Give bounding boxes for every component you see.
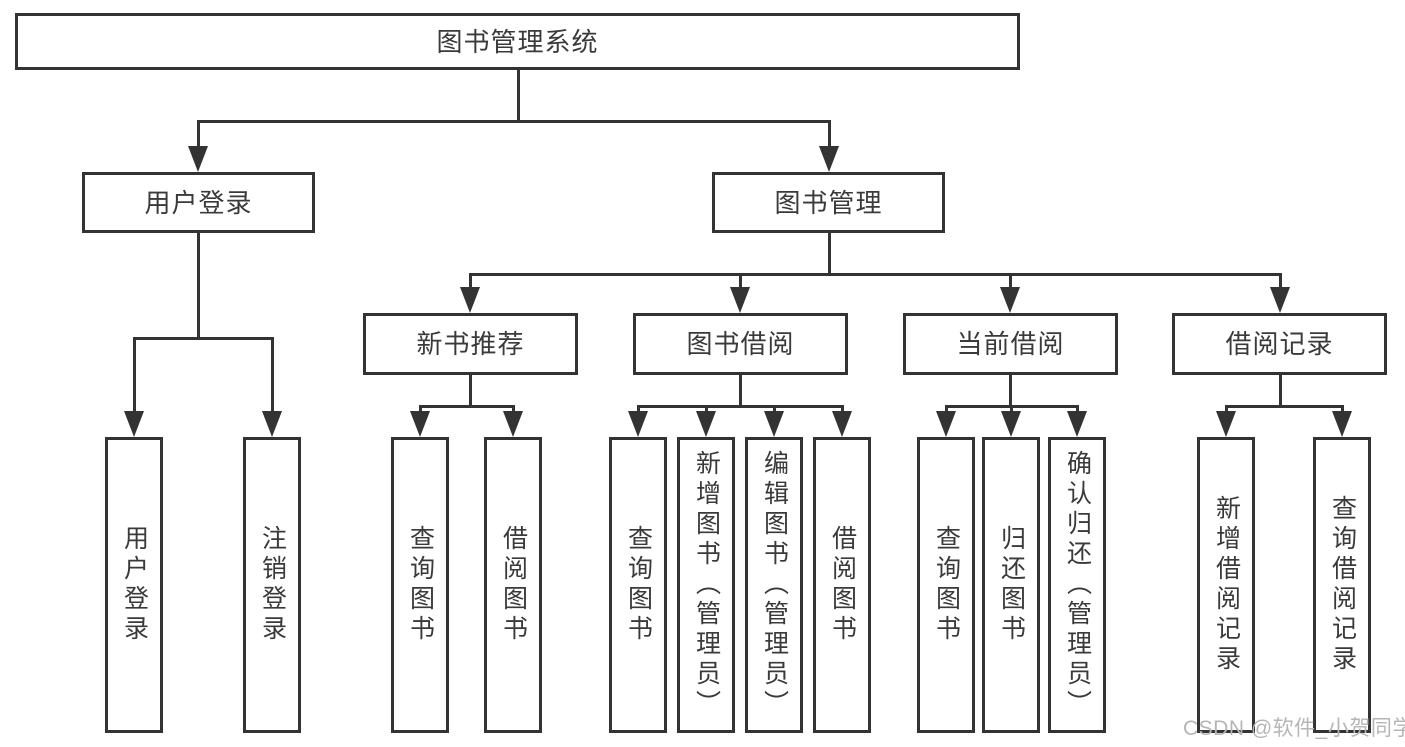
arrow-head [460, 287, 480, 313]
arrow-head [1001, 411, 1021, 437]
leaf-label: 借阅图书 [499, 525, 528, 645]
connector-line [739, 375, 742, 408]
leaf-label: 确认归还（管理员） [1063, 450, 1092, 720]
leaf-query-book: 查询图书 [917, 437, 975, 733]
connector-line [1279, 273, 1282, 289]
node-label: 图书管理 [774, 187, 883, 218]
arrow-head [410, 411, 430, 437]
node-label: 用户登录 [144, 187, 253, 218]
leaf-query-borrow-record: 查询借阅记录 [1313, 437, 1371, 733]
leaf-label: 用户登录 [120, 525, 149, 645]
connector-line [271, 337, 274, 413]
arrow-head [188, 146, 208, 172]
arrow-head [819, 146, 839, 172]
leaf-label: 查询图书 [932, 525, 961, 645]
leaf-logout: 注销登录 [243, 437, 301, 733]
arrow-head [832, 411, 852, 437]
connector-line [773, 405, 776, 413]
arrow-head [1270, 287, 1290, 313]
connector-line [1009, 375, 1012, 408]
leaf-borrow-book: 借阅图书 [813, 437, 871, 733]
connector-line [1341, 405, 1344, 413]
connector-line [1076, 405, 1079, 413]
connector-line [1009, 273, 1012, 289]
connector-line [841, 405, 844, 413]
leaf-label: 查询图书 [624, 525, 653, 645]
node-user-login: 用户登录 [82, 172, 315, 233]
arrow-head [1332, 411, 1352, 437]
arrow-head [764, 411, 784, 437]
watermark: CSDN @软件_小贺同学 [1183, 717, 1405, 740]
connector-line [133, 337, 274, 340]
connector-line [945, 405, 948, 413]
connector-line [739, 273, 742, 289]
arrow-head [730, 287, 750, 313]
connector-line [1225, 405, 1344, 408]
connector-line [133, 337, 136, 413]
connector-line [517, 70, 520, 123]
node-root: 图书管理系统 [15, 13, 1020, 70]
connector-line [469, 375, 472, 408]
arrow-head [1067, 411, 1087, 437]
leaf-label: 新增借阅记录 [1212, 495, 1241, 675]
leaf-borrow-book: 借阅图书 [484, 437, 542, 733]
arrow-head [1216, 411, 1236, 437]
leaf-edit-book-admin: 编辑图书（管理员） [745, 437, 803, 733]
node-borrowing-records: 借阅记录 [1172, 313, 1387, 375]
leaf-query-book: 查询图书 [609, 437, 667, 733]
connector-line [828, 233, 831, 276]
node-label: 新书推荐 [416, 329, 525, 359]
leaf-label: 查询图书 [406, 525, 435, 645]
leaf-add-book-admin: 新增图书（管理员） [677, 437, 735, 733]
connector-line [197, 120, 831, 123]
arrow-head [628, 411, 648, 437]
node-new-book-recommend: 新书推荐 [363, 313, 578, 375]
leaf-label: 查询借阅记录 [1328, 495, 1357, 675]
arrow-head [696, 411, 716, 437]
leaf-confirm-return-admin: 确认归还（管理员） [1048, 437, 1106, 733]
node-current-borrowing: 当前借阅 [903, 313, 1118, 375]
connector-line [469, 273, 1282, 276]
connector-line [197, 233, 200, 340]
leaf-label: 编辑图书（管理员） [760, 450, 789, 720]
connector-line [828, 120, 831, 148]
connector-line [1279, 375, 1282, 408]
node-label: 借阅记录 [1225, 329, 1334, 359]
node-label: 当前借阅 [956, 329, 1065, 359]
leaf-label: 新增图书（管理员） [692, 450, 721, 720]
leaf-label: 注销登录 [258, 525, 287, 645]
connector-line [197, 120, 200, 148]
arrow-head [503, 411, 523, 437]
leaf-return-book: 归还图书 [982, 437, 1040, 733]
connector-line [637, 405, 844, 408]
connector-line [469, 273, 472, 289]
connector-line [419, 405, 422, 413]
arrow-head [124, 411, 144, 437]
connector-line [637, 405, 640, 413]
connector-line [1010, 405, 1013, 413]
node-label: 图书管理系统 [436, 26, 599, 57]
leaf-label: 归还图书 [997, 525, 1026, 645]
node-book-management: 图书管理 [712, 172, 945, 233]
connector-line [419, 405, 515, 408]
arrow-head [1000, 287, 1020, 313]
connector-line [1225, 405, 1228, 413]
arrow-head [262, 411, 282, 437]
leaf-user-login: 用户登录 [105, 437, 163, 733]
leaf-query-book: 查询图书 [391, 437, 449, 733]
node-label: 图书借阅 [686, 329, 795, 359]
connector-line [512, 405, 515, 413]
leaf-label: 借阅图书 [828, 525, 857, 645]
arrow-head [936, 411, 956, 437]
leaf-add-borrow-record: 新增借阅记录 [1197, 437, 1255, 733]
connector-line [705, 405, 708, 413]
node-book-borrowing: 图书借阅 [633, 313, 848, 375]
